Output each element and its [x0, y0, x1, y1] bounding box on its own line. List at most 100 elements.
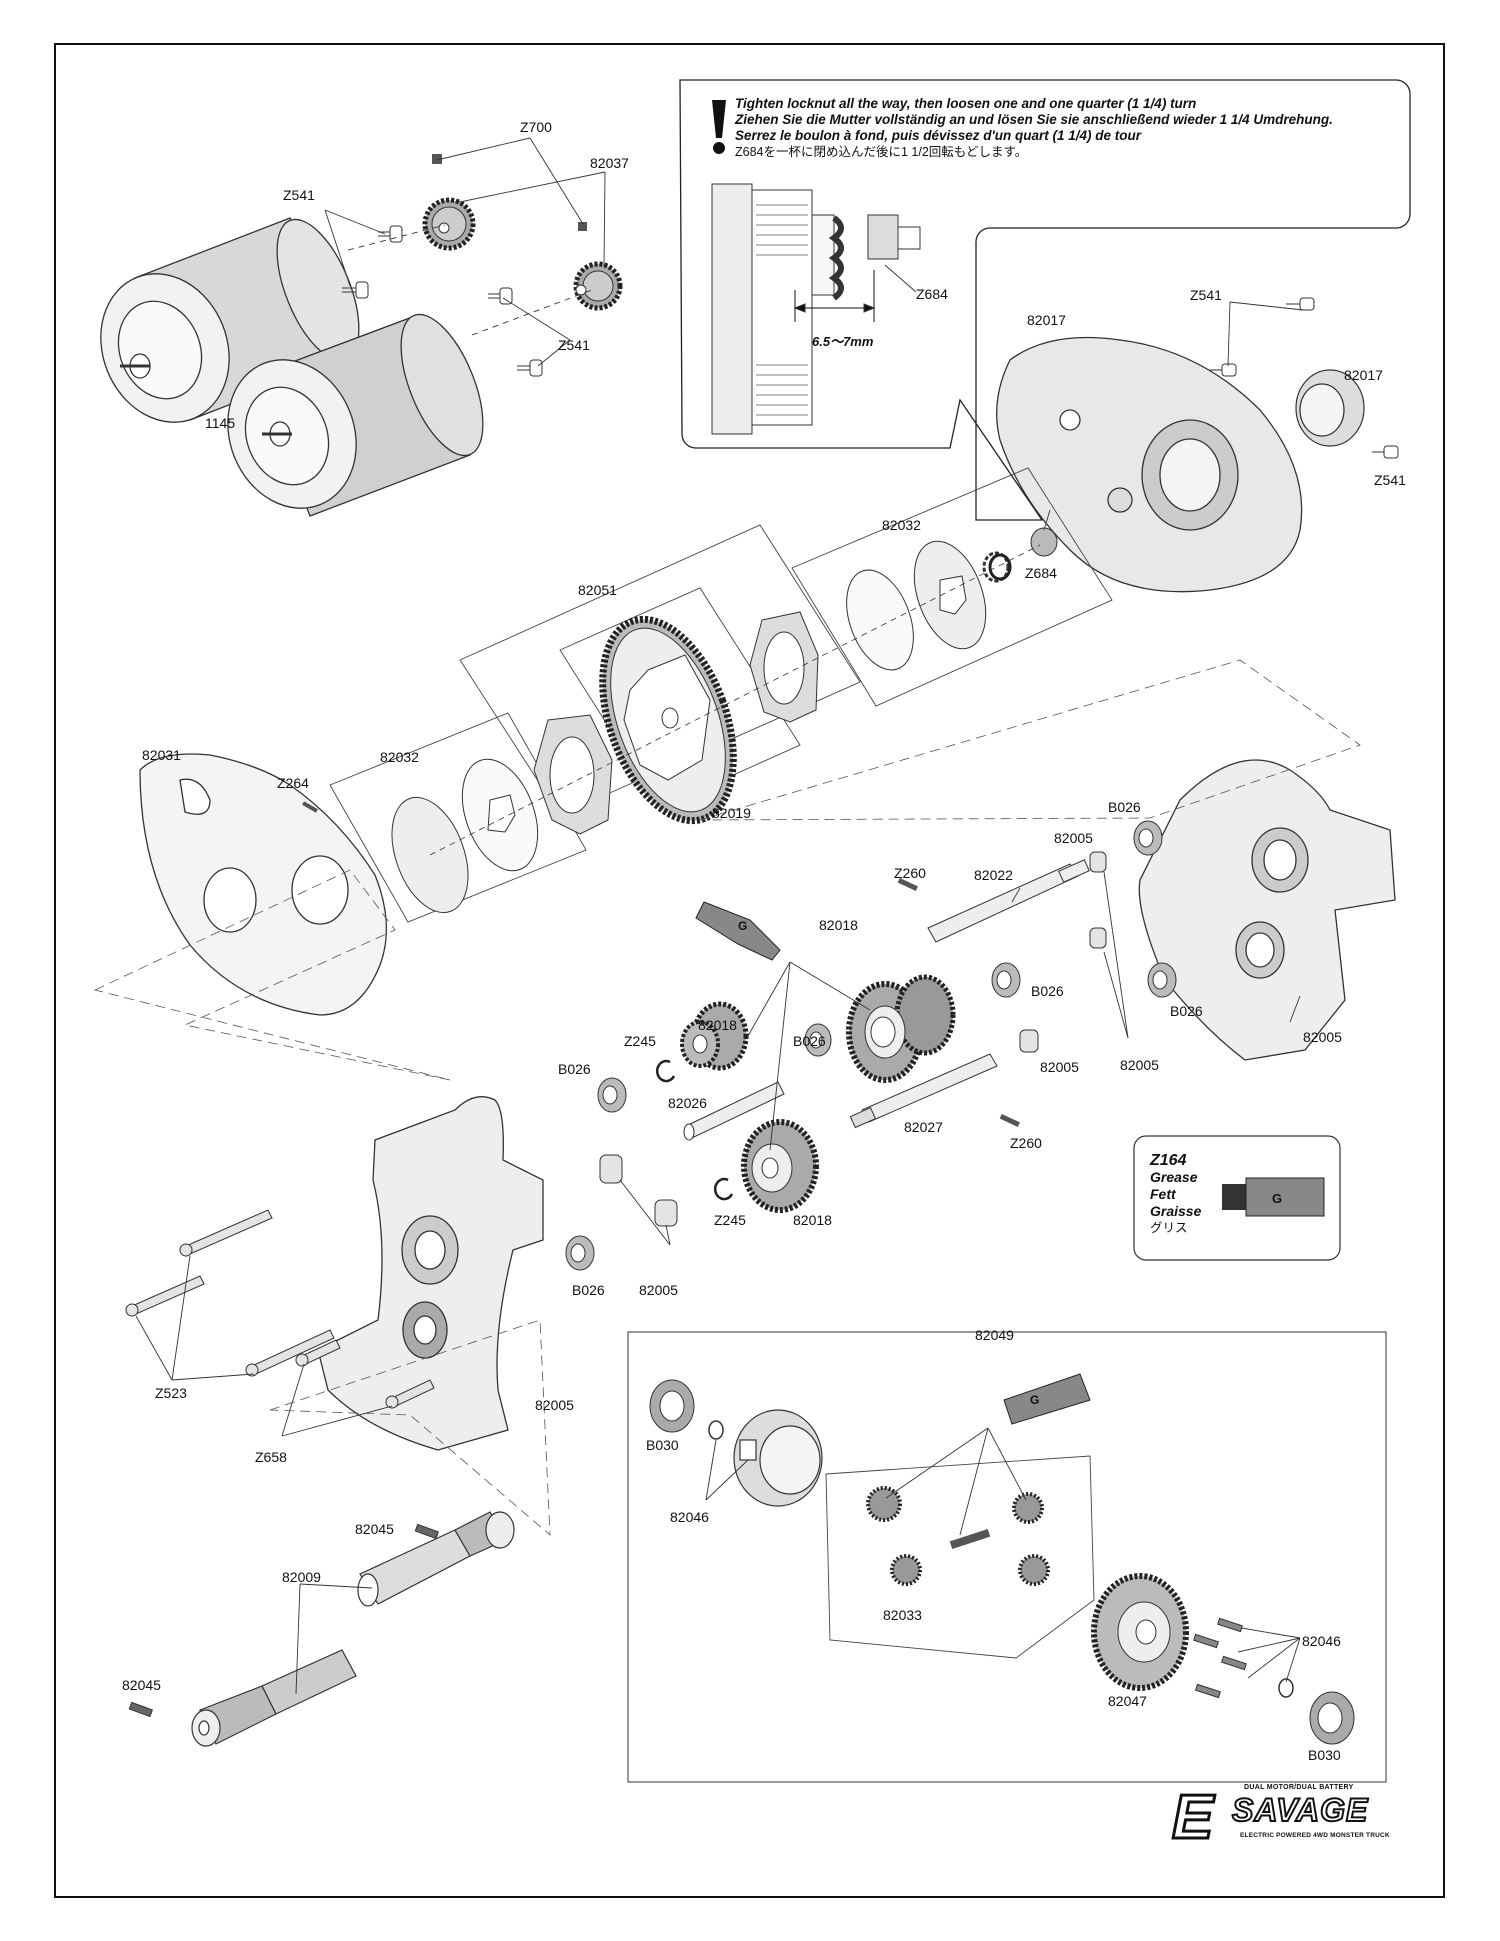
label-82027: 82027 — [904, 1119, 943, 1135]
legend-code: Z164 — [1150, 1152, 1187, 1169]
transmission-case-left — [317, 1096, 544, 1451]
label-z260: Z260 — [1010, 1135, 1042, 1151]
z684-detail-leader — [884, 264, 917, 293]
label-82045: 82045 — [355, 1521, 394, 1537]
legend-german: Fett — [1150, 1186, 1176, 1202]
dimension-label: 6.5～7mm — [812, 334, 874, 349]
label-82005: 82005 — [1040, 1059, 1079, 1075]
grease-legend: Z164 Grease Fett Graisse グリス — [1150, 1152, 1201, 1237]
label-82033: 82033 — [883, 1607, 922, 1623]
label-82046: 82046 — [1302, 1633, 1341, 1649]
pin-icon — [897, 877, 1020, 1127]
leader-lines-diff — [705, 1427, 1301, 1683]
label-b026: B026 — [1108, 799, 1141, 815]
instruction-note: Tighten locknut all the way, then loosen… — [735, 96, 1415, 160]
set-screw-icon — [432, 154, 442, 164]
shaft-82022 — [927, 859, 1090, 943]
label-82032: 82032 — [380, 749, 419, 765]
label-b030: B030 — [646, 1437, 679, 1453]
ring-gear-82047 — [1091, 1573, 1189, 1691]
assembly-guide — [93, 869, 451, 1081]
e-savage-logo: E DUAL MOTOR/DUAL BATTERY SAVAGE ELECTRI… — [1170, 1782, 1415, 1854]
instruction-callout — [679, 79, 1411, 521]
pin-icon — [302, 801, 318, 813]
bearing-cap — [1295, 369, 1365, 447]
label-82051: 82051 — [578, 582, 617, 598]
idler-gear-82018-small — [680, 1001, 749, 1071]
label-1145: 1145 — [205, 415, 235, 431]
gear-set-frame — [825, 1455, 1095, 1659]
o-ring-icon — [708, 1420, 1294, 1698]
differential-kit-box — [627, 1331, 1387, 1783]
motor-rear — [227, 313, 484, 517]
assembly-guide — [269, 1319, 551, 1536]
leader-lines-cover — [1043, 301, 1304, 531]
shaft-82027 — [849, 1053, 998, 1129]
bearing-icon — [649, 1379, 1355, 1745]
page-frame — [54, 43, 1445, 1898]
legend-box: G — [1133, 1135, 1341, 1261]
label-82037: 82037 — [590, 155, 629, 171]
shaft-82026 — [683, 1081, 785, 1141]
warning-icon — [712, 100, 726, 154]
locknut-z684 — [982, 527, 1058, 583]
label-z245: Z245 — [624, 1033, 656, 1049]
label-82017: 82017 — [1027, 312, 1066, 328]
bevel-gear-icon — [866, 1486, 1050, 1586]
note-german: Ziehen Sie die Mutter vollständig an und… — [735, 112, 1333, 127]
set-screw-icon — [578, 222, 587, 231]
note-french: Serrez le boulon à fond, puis dévissez d… — [735, 128, 1142, 143]
note-japanese: Z684を一杯に閉め込んだ後に1 1/2回転もどします。 — [735, 145, 1028, 159]
label-z684: Z684 — [1025, 565, 1057, 581]
e-clip-icon — [655, 1059, 734, 1201]
label-82047: 82047 — [1108, 1693, 1147, 1709]
label-82018: 82018 — [698, 1017, 737, 1033]
logo-letter: E — [1170, 1782, 1214, 1854]
legend-french: Graisse — [1150, 1203, 1202, 1219]
diff-pin-icon — [949, 1529, 991, 1549]
label-82022: 82022 — [974, 867, 1013, 883]
screw-icon — [342, 225, 543, 377]
label-z264: Z264 — [277, 775, 309, 791]
label-82005: 82005 — [1303, 1029, 1342, 1045]
label-82049: 82049 — [975, 1327, 1014, 1343]
label-82018: 82018 — [819, 917, 858, 933]
label-82005: 82005 — [1054, 830, 1093, 846]
set-screw-icon — [128, 1523, 440, 1718]
logo-name: SAVAGE — [1231, 1791, 1369, 1829]
label-z541: Z541 — [558, 337, 590, 353]
slipper-pad — [533, 611, 819, 835]
leader-lines-driveshaft — [295, 1583, 373, 1695]
note-english: Tighten locknut all the way, then loosen… — [735, 96, 1197, 111]
label-82019: 82019 — [712, 805, 751, 821]
leader-lines-motors — [324, 137, 606, 367]
label-82045: 82045 — [122, 1677, 161, 1693]
grease-tube-mark: G — [1030, 1393, 1039, 1407]
screw-icon — [125, 1209, 435, 1409]
legend-english: Grease — [1150, 1169, 1198, 1185]
label-z658: Z658 — [255, 1449, 287, 1465]
label-82032: 82032 — [882, 517, 921, 533]
part-labels: Z700 82037 Z541 Z541 1145 82017 Z541 820… — [122, 119, 1406, 1763]
label-z245: Z245 — [714, 1212, 746, 1228]
leader-lines-screws — [135, 1255, 393, 1437]
diff-case — [733, 1409, 823, 1507]
label-z541: Z541 — [1190, 287, 1222, 303]
screw-icon — [1210, 297, 1399, 459]
label-b026: B026 — [558, 1061, 591, 1077]
assembly-frames — [329, 467, 1113, 923]
label-z523: Z523 — [155, 1385, 187, 1401]
grease-tube-mark: G — [738, 919, 747, 933]
label-82005: 82005 — [535, 1397, 574, 1413]
label-z260: Z260 — [894, 865, 926, 881]
label-82009: 82009 — [282, 1569, 321, 1585]
label-b026: B026 — [793, 1033, 826, 1049]
label-z700: Z700 — [520, 119, 552, 135]
driveshaft-82009 — [191, 1511, 515, 1747]
bushing-icon — [599, 851, 1107, 1227]
label-82017: 82017 — [1344, 367, 1383, 383]
idler-gear-82018-lower — [741, 1119, 819, 1213]
label-b026: B026 — [572, 1282, 605, 1298]
label-82005: 82005 — [1120, 1057, 1159, 1073]
